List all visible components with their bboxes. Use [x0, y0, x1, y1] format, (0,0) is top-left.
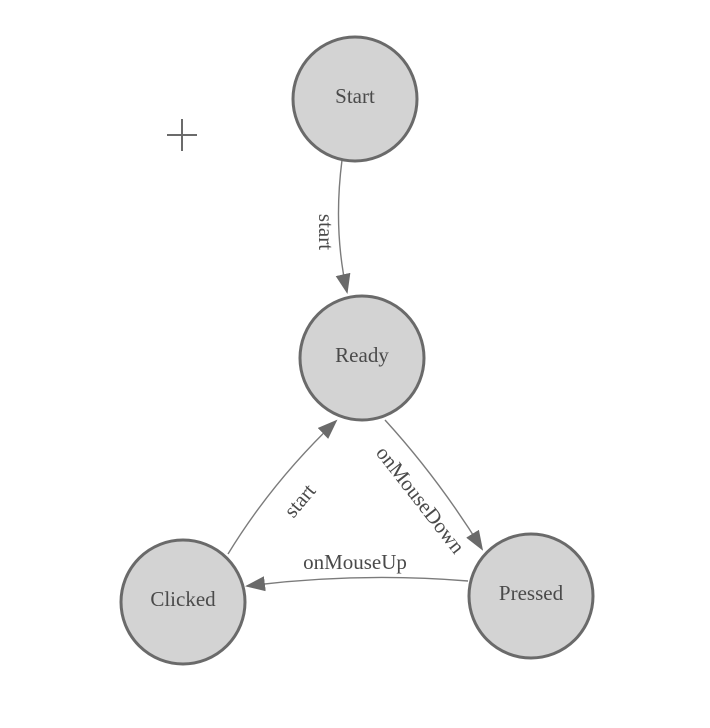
state-label-pressed: Pressed: [499, 581, 564, 605]
edge-start-to-ready[interactable]: [335, 159, 351, 294]
state-label-start: Start: [335, 84, 375, 108]
state-node-ready[interactable]: Ready: [298, 294, 426, 422]
edge-label-start-to-ready: start: [314, 214, 338, 250]
state-label-clicked: Clicked: [150, 587, 216, 611]
edge-clicked-to-ready[interactable]: [227, 419, 338, 555]
edge-label-ready-to-pressed: onMouseDown: [371, 441, 470, 558]
state-node-clicked[interactable]: Clicked: [119, 538, 247, 666]
state-node-pressed[interactable]: Pressed: [467, 532, 595, 660]
edge-label-pressed-to-clicked: onMouseUp: [303, 550, 407, 574]
edge-label-clicked-to-ready: start: [279, 479, 321, 522]
state-node-start[interactable]: Start: [291, 35, 419, 163]
edge-ready-to-pressed[interactable]: [384, 419, 484, 551]
state-circle-start[interactable]: [291, 35, 419, 163]
plus-crosshair-cursor-icon: [167, 119, 197, 151]
state-circle-clicked[interactable]: [119, 538, 247, 666]
state-circle-ready[interactable]: [298, 294, 426, 422]
edge-pressed-to-clicked[interactable]: [245, 576, 469, 592]
state-circle-pressed[interactable]: [467, 532, 595, 660]
state-label-ready: Ready: [335, 343, 389, 367]
